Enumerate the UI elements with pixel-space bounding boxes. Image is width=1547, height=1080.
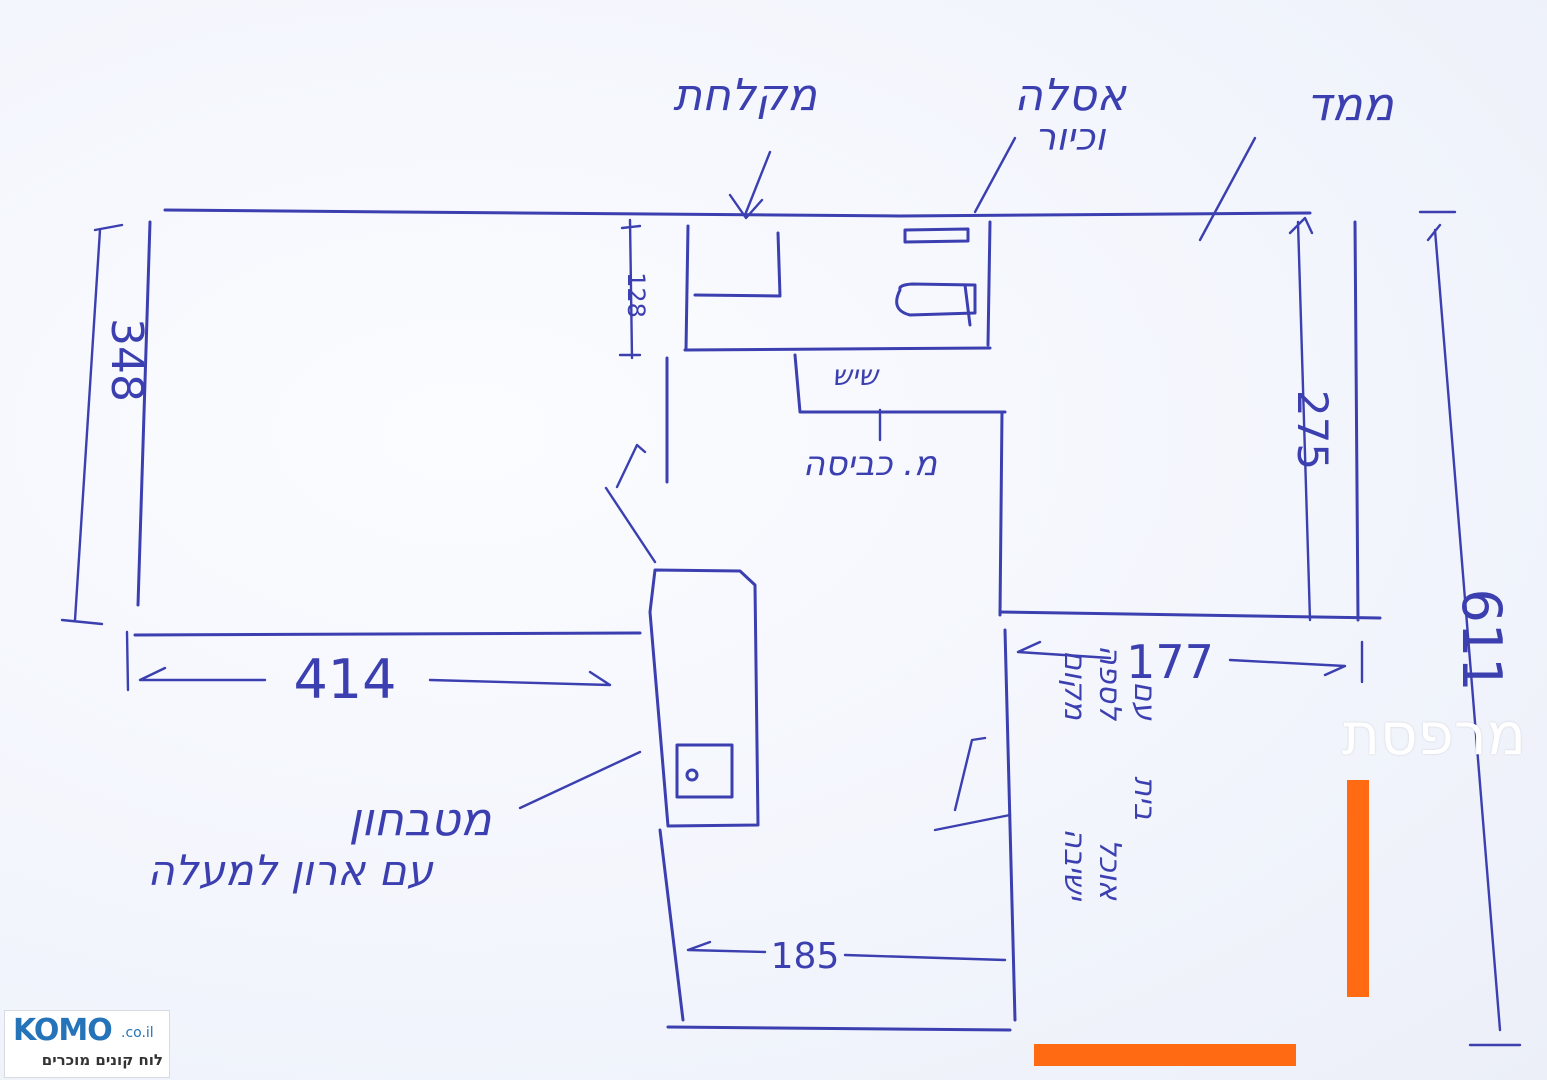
dim-348-line	[60, 223, 124, 626]
safe-room-pointer	[1198, 136, 1257, 242]
dim-414-line	[125, 630, 612, 692]
label-storage-3: עם	[1127, 681, 1162, 721]
stove-outer	[675, 743, 734, 799]
dim-611-line	[1418, 210, 1522, 1047]
bottom-wall	[666, 1025, 1012, 1032]
balcony-label: מרפסת	[1341, 700, 1526, 768]
dim-128-line	[618, 218, 642, 360]
dim-177: 177	[1126, 635, 1214, 689]
dim-177-line	[1016, 640, 1364, 684]
kitchen-left-wall	[658, 828, 685, 1022]
toilet-pointer	[973, 136, 1017, 214]
label-storage-6: אוכל	[1092, 839, 1127, 901]
dim-611: 611	[1450, 588, 1513, 691]
door-swing-arrow	[615, 443, 647, 489]
text-labels: מקלחת אסלה וכיור ממד שיש מ. כביסה מטבחון…	[101, 70, 1513, 977]
komo-tld: .co.il	[121, 1025, 154, 1041]
storage-door	[933, 736, 1012, 832]
dim-275: 275	[1288, 390, 1337, 470]
label-marble: שיש	[832, 359, 880, 392]
toilet-wall	[963, 220, 992, 347]
label-toilet-2: וכיור	[1035, 115, 1106, 159]
komo-logo: KOMO	[13, 1013, 113, 1048]
walls	[133, 208, 1382, 1032]
dimension-lines	[60, 210, 1522, 1047]
left-room-left-wall	[136, 220, 152, 607]
entrance-door	[604, 486, 657, 564]
shower-walls	[683, 224, 992, 352]
label-storage-2: לספה	[1092, 645, 1127, 721]
marble-counter	[793, 353, 1007, 414]
komo-watermark: KOMO .co.il לוח קונים מוכרים	[4, 1010, 170, 1078]
dim-348: 348	[101, 318, 152, 402]
label-washing-machine: מ. כביסה	[803, 444, 938, 484]
left-room-bottom-wall	[133, 631, 642, 637]
pointer-arrows	[518, 136, 1257, 810]
kitchenette-counter	[648, 568, 760, 828]
label-kitchenette-2: עם ארון למעלה	[147, 846, 433, 895]
label-safe-room: ממד	[1306, 77, 1395, 131]
label-storage-5: ישיבה	[1057, 828, 1092, 901]
label-storage-1: מקום	[1057, 650, 1092, 720]
corridor-right-wall	[998, 410, 1017, 1022]
top-wall	[163, 208, 1312, 218]
dim-185: 185	[771, 936, 840, 977]
dim-185-line	[686, 940, 1007, 962]
sink-shape	[903, 227, 970, 244]
storage-text-group: מקום לספה עם בית ישיבה אוכל	[1057, 645, 1162, 901]
balcony-marker-vertical	[1347, 780, 1369, 997]
balcony-marker-horizontal	[1034, 1044, 1296, 1066]
toilet-shape	[895, 282, 977, 317]
dim-414: 414	[293, 648, 396, 711]
dim-128: 128	[622, 272, 650, 318]
label-kitchenette-1: מטבחון	[349, 792, 494, 846]
stove-burner	[685, 768, 699, 782]
label-storage-4: בית	[1127, 776, 1162, 820]
kitchenette-pointer	[518, 750, 642, 810]
komo-tagline: לוח קונים מוכרים	[41, 1051, 163, 1069]
safe-room-walls	[998, 220, 1382, 622]
label-toilet-1: אסלה	[1014, 70, 1127, 121]
label-laundry: מקלחת	[673, 70, 818, 121]
laundry-pointer	[728, 150, 772, 220]
dim-275-line	[1288, 216, 1314, 622]
